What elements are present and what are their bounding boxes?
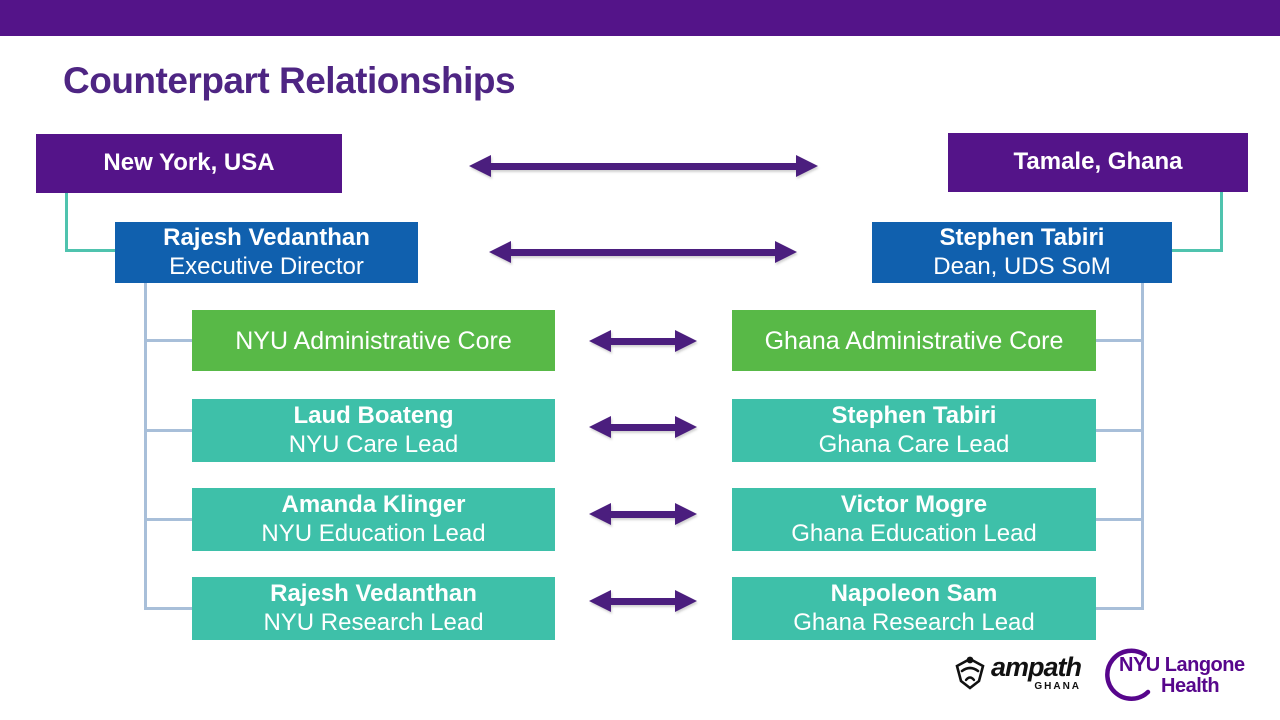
connector-line [144, 283, 147, 610]
person-name: Victor Mogre [840, 490, 988, 518]
connector-line [144, 518, 192, 521]
lead-box-research-right: Napoleon Sam Ghana Research Lead [732, 577, 1096, 640]
director-box-right: Stephen Tabiri Dean, UDS SoM [872, 222, 1172, 283]
top-accent-bar [0, 0, 1280, 36]
person-name: Laud Boateng [293, 401, 454, 429]
nyu-logo-line1: NYU Langone [1119, 654, 1245, 676]
connector-line [65, 249, 115, 252]
nyu-logo-line2: Health [1161, 675, 1220, 697]
person-name: Rajesh Vedanthan [270, 579, 477, 607]
person-role: Ghana Care Lead [818, 430, 1010, 458]
double-arrow-icon [589, 503, 697, 525]
person-role: Executive Director [169, 252, 364, 280]
core-box-nyu: NYU Administrative Core [192, 310, 555, 371]
person-role: NYU Research Lead [263, 608, 484, 636]
connector-line [144, 607, 192, 610]
ampath-wordmark: ampath GHANA [991, 652, 1082, 692]
ampath-name: ampath [991, 652, 1082, 682]
connector-line [1096, 607, 1144, 610]
person-role: NYU Education Lead [261, 519, 486, 547]
double-arrow-icon [469, 155, 818, 177]
region-label: Tamale, Ghana [1013, 148, 1183, 176]
ampath-figure-icon [955, 656, 985, 690]
ampath-region-label: GHANA [1034, 681, 1082, 692]
connector-line [1096, 339, 1144, 342]
lead-box-care-right: Stephen Tabiri Ghana Care Lead [732, 399, 1096, 462]
person-name: Napoleon Sam [830, 579, 998, 607]
ampath-ghana-logo: ampath GHANA [953, 652, 1082, 693]
lead-box-education-left: Amanda Klinger NYU Education Lead [192, 488, 555, 551]
core-label: NYU Administrative Core [235, 326, 512, 355]
connector-line [65, 193, 68, 252]
person-name: Amanda Klinger [281, 490, 466, 518]
slide-title: Counterpart Relationships [63, 60, 516, 101]
connector-line [144, 339, 192, 342]
person-role: Ghana Education Lead [791, 519, 1037, 547]
region-box-new-york: New York, USA [36, 134, 342, 193]
connector-line [1172, 249, 1223, 252]
lead-box-care-left: Laud Boateng NYU Care Lead [192, 399, 555, 462]
person-name: Rajesh Vedanthan [163, 223, 370, 251]
nyu-wordmark: NYU Langone Health [1119, 655, 1245, 697]
person-role: Dean, UDS SoM [933, 252, 1111, 280]
nyu-arc-icon [1105, 648, 1151, 701]
region-label: New York, USA [103, 149, 275, 177]
person-name: Stephen Tabiri [939, 223, 1105, 251]
person-role: Ghana Research Lead [793, 608, 1035, 636]
connector-line [1096, 429, 1144, 432]
double-arrow-icon [589, 416, 697, 438]
person-role: NYU Care Lead [288, 430, 459, 458]
lead-box-education-right: Victor Mogre Ghana Education Lead [732, 488, 1096, 551]
double-arrow-icon [589, 330, 697, 352]
double-arrow-icon [489, 241, 797, 263]
connector-line [1220, 192, 1223, 252]
nyu-langone-health-logo: NYU Langone Health [1104, 645, 1249, 705]
core-box-ghana: Ghana Administrative Core [732, 310, 1096, 371]
double-arrow-icon [589, 590, 697, 612]
connector-line [1141, 283, 1144, 610]
connector-line [144, 429, 192, 432]
core-label: Ghana Administrative Core [764, 326, 1064, 355]
person-name: Stephen Tabiri [831, 401, 997, 429]
director-box-left: Rajesh Vedanthan Executive Director [115, 222, 418, 283]
lead-box-research-left: Rajesh Vedanthan NYU Research Lead [192, 577, 555, 640]
region-box-tamale: Tamale, Ghana [948, 133, 1248, 192]
connector-line [1096, 518, 1144, 521]
